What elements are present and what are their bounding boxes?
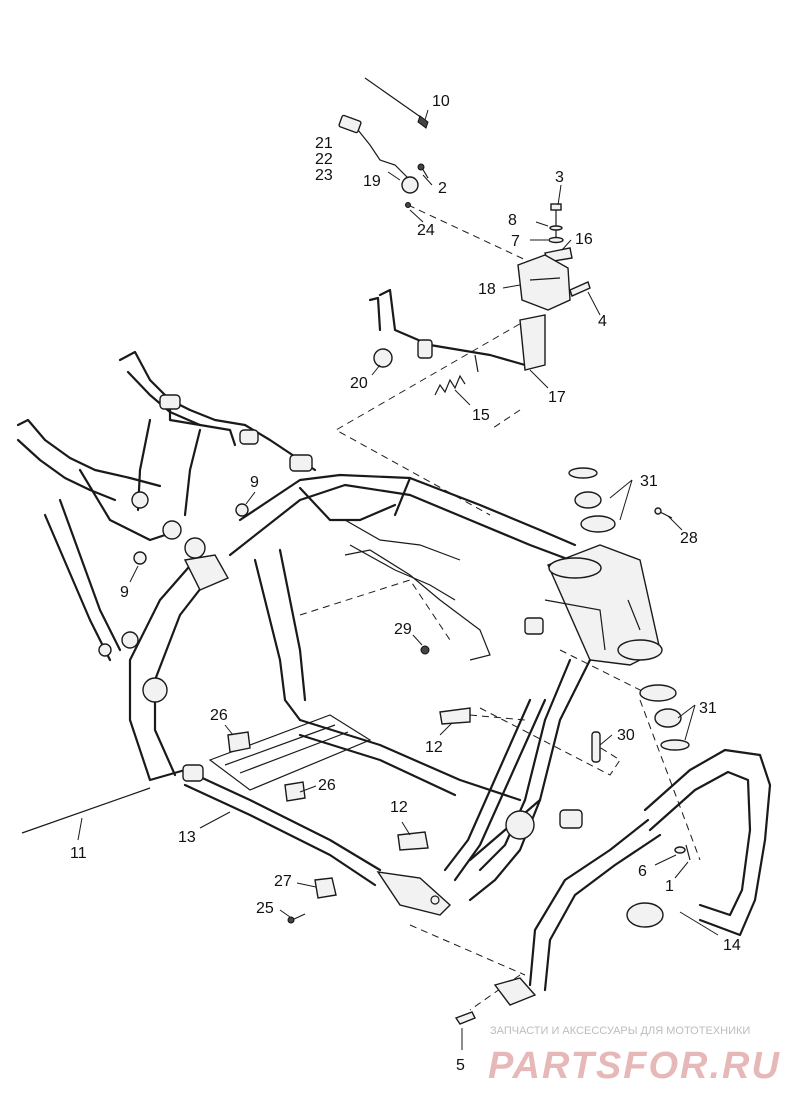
- callout-1: 1: [665, 878, 674, 895]
- watermark-tagline: ЗАПЧАСТИ И АКСЕССУАРЫ ДЛЯ МОТОТЕХНИКИ: [490, 1025, 750, 1037]
- callout-15: 15: [472, 407, 490, 424]
- callout-labels: 10 21 22 23 19 2 3 8 7 16 24 18 4 20 15 …: [70, 93, 741, 1074]
- callout-4: 4: [598, 313, 607, 330]
- callout-2: 2: [438, 180, 447, 197]
- callout-21: 21: [315, 135, 333, 152]
- callout-28: 28: [680, 530, 698, 547]
- callout-5: 5: [456, 1057, 465, 1074]
- frame-left-side: [43, 498, 307, 782]
- small-parts: [21, 77, 772, 1025]
- callout-26-upper: 26: [210, 707, 228, 724]
- callout-17: 17: [548, 389, 566, 406]
- callout-10: 10: [432, 93, 450, 110]
- callout-16: 16: [575, 231, 593, 248]
- frame-down-tubes: [443, 658, 592, 902]
- callout-20: 20: [350, 375, 368, 392]
- callout-27: 27: [274, 873, 292, 890]
- callout-30: 30: [617, 727, 635, 744]
- callout-31-lower: 31: [699, 700, 717, 717]
- frame-lower-rails: [182, 714, 522, 916]
- callout-7: 7: [511, 233, 520, 250]
- callout-leaders: [77, 109, 719, 1050]
- callout-9-upper: 9: [250, 474, 259, 491]
- callout-6: 6: [638, 863, 647, 880]
- callout-3: 3: [555, 169, 564, 186]
- callout-12-upper: 12: [425, 739, 443, 756]
- callout-13: 13: [178, 829, 196, 846]
- watermark: ЗАПЧАСТИ И АКСЕССУАРЫ ДЛЯ МОТОТЕХНИКИ PA…: [488, 1025, 781, 1087]
- callout-25: 25: [256, 900, 274, 917]
- frame-backbone: [228, 473, 577, 601]
- callout-23: 23: [315, 167, 333, 184]
- steering-head: [524, 544, 663, 666]
- watermark-brand: PARTSFOR.RU: [488, 1045, 781, 1087]
- callout-24: 24: [417, 222, 435, 239]
- callout-12-lower: 12: [390, 799, 408, 816]
- callout-11: 11: [70, 845, 87, 862]
- assembly-dashed-lines: [299, 204, 701, 1011]
- callout-14: 14: [723, 937, 741, 954]
- callout-22: 22: [315, 151, 333, 168]
- callout-29: 29: [394, 621, 412, 638]
- callout-8: 8: [508, 212, 517, 229]
- frame-rear-section: [16, 350, 317, 559]
- callout-26-lower: 26: [318, 777, 336, 794]
- callout-18: 18: [478, 281, 496, 298]
- callout-31-upper: 31: [640, 473, 658, 490]
- callout-9-lower: 9: [120, 584, 129, 601]
- callout-19: 19: [363, 173, 381, 190]
